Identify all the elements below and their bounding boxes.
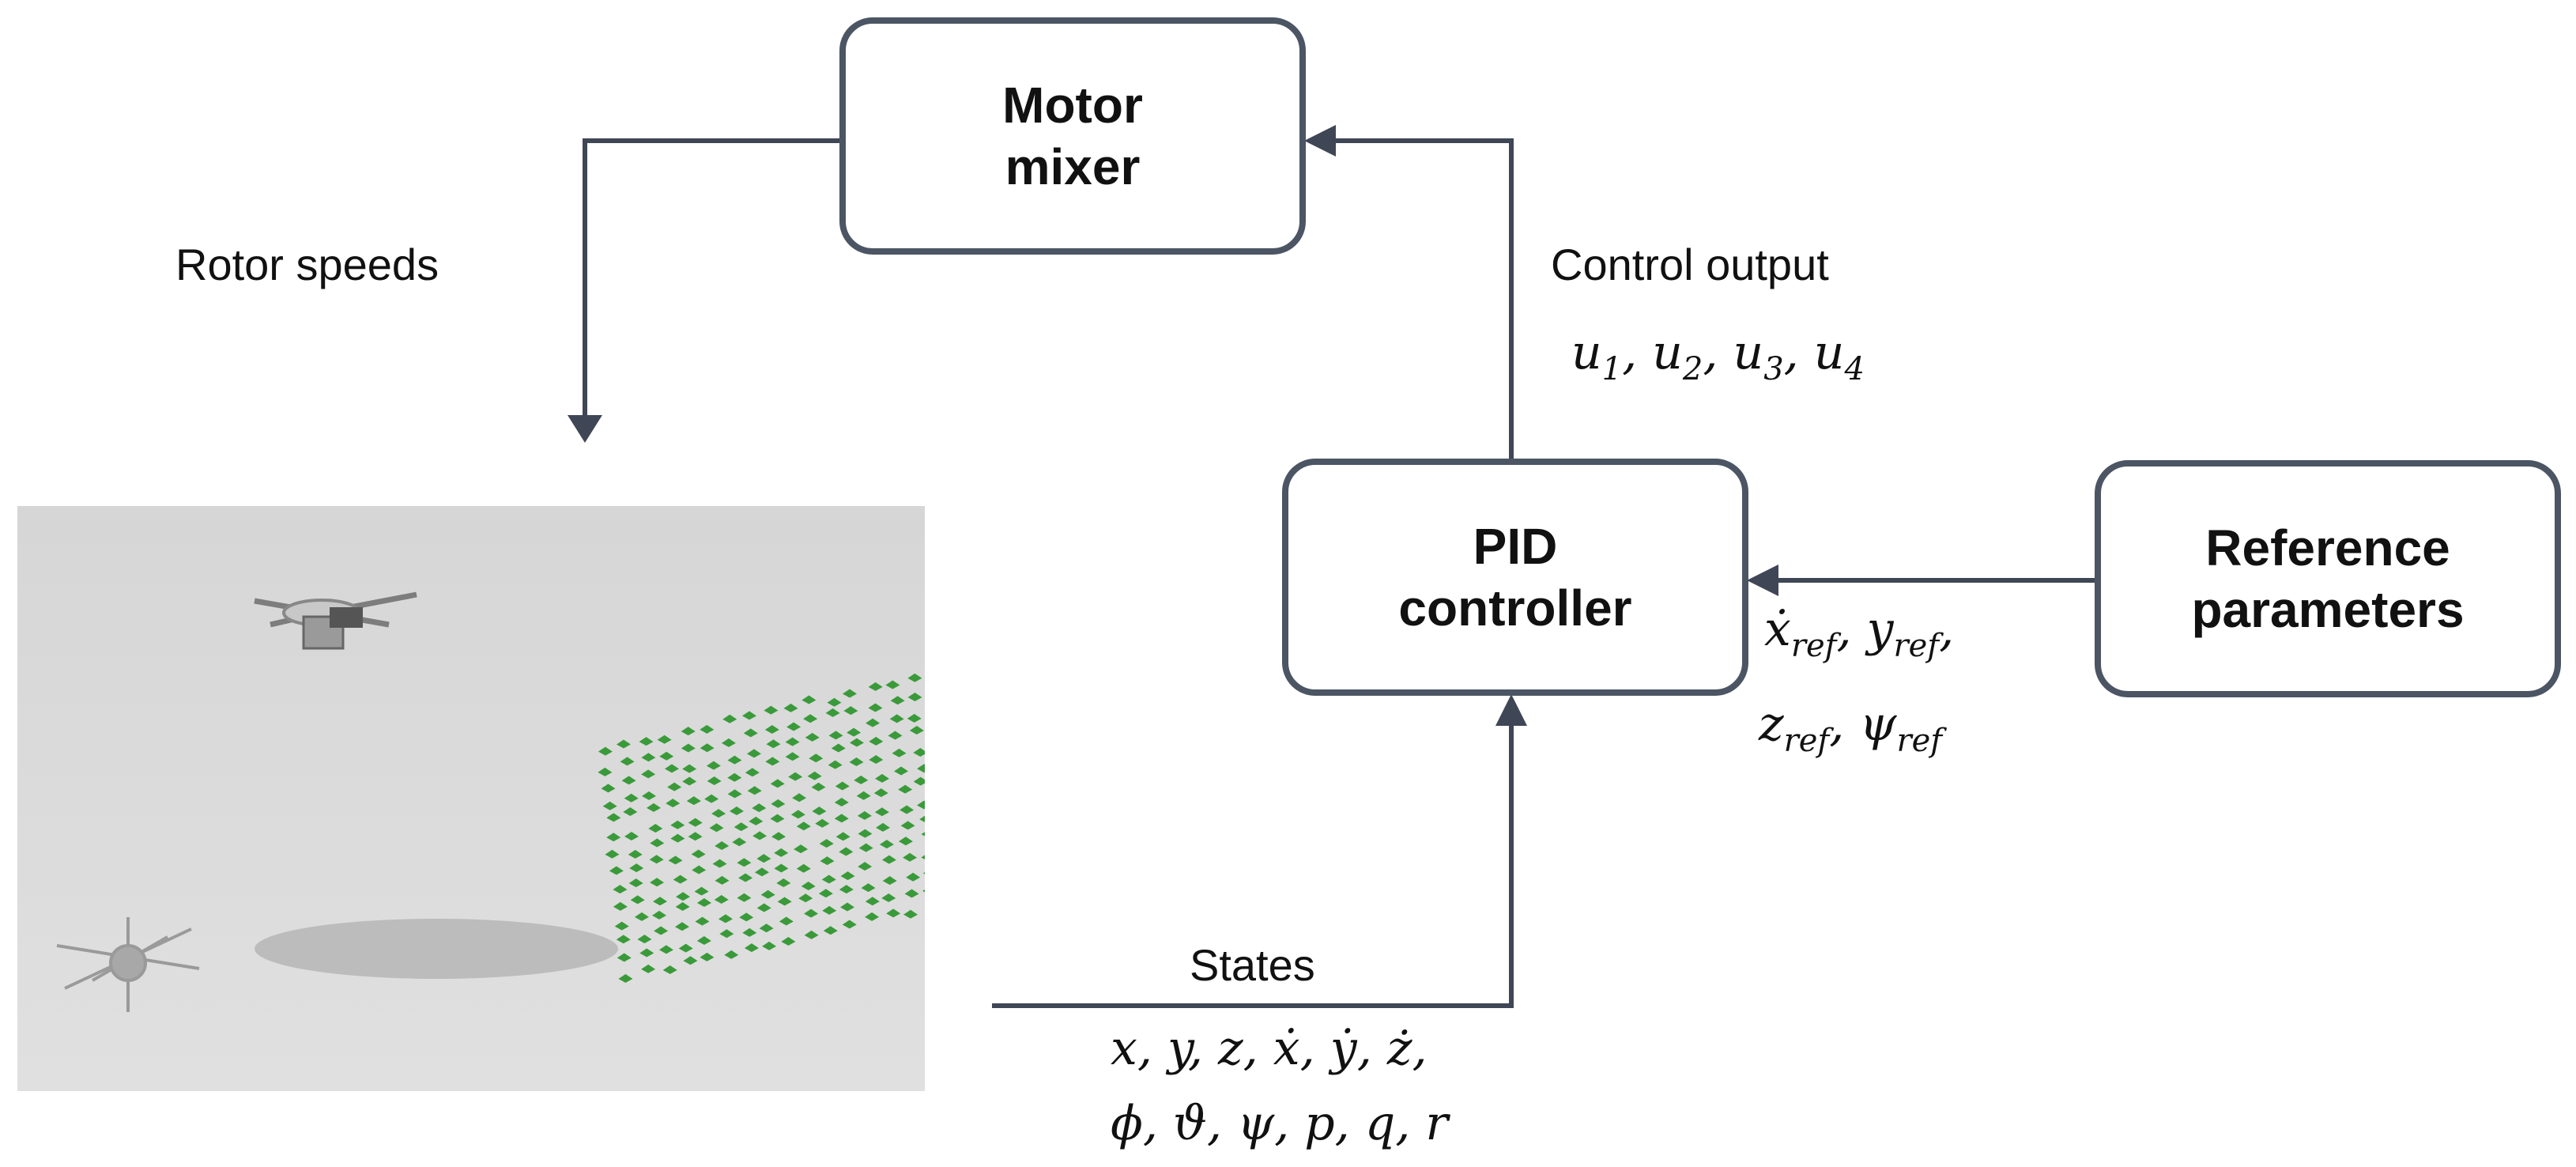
reference-signals-line1: ẋref, yref, — [1764, 602, 1955, 664]
reference-signals-line2: zref, ψref — [1759, 697, 1943, 759]
states-arrow — [992, 712, 1514, 1008]
pid-controller-label-line2: controller — [1398, 580, 1632, 636]
swarm-shadow-icon — [255, 919, 618, 979]
states-label: States — [1190, 940, 1315, 990]
control-output-label: Control output — [1551, 240, 1829, 289]
rotor-speeds-arrow — [583, 138, 839, 431]
reference-parameters-label-line2: parameters — [2191, 581, 2465, 638]
pid-controller-label-line1: PID — [1473, 517, 1558, 575]
reference-parameters-label-line1: Reference — [2205, 519, 2450, 576]
rotor-speeds-label: Rotor speeds — [175, 240, 439, 289]
pid-controller-block: PID controller — [1282, 459, 1748, 696]
drone-icon — [254, 591, 417, 650]
simulation-scene — [56, 591, 942, 1012]
motor-mixer-label-line1: Motor — [1002, 76, 1143, 134]
motor-mixer-block: Motor mixer — [839, 17, 1306, 255]
drone-shadow-icon — [56, 917, 200, 1012]
states-line1: x, y, z, ẋ, ẏ, ż, — [1111, 1021, 1428, 1076]
states-line2: ϕ, ϑ, ψ, p, q, r — [1111, 1096, 1449, 1151]
control-signals: u1, u2, u3, u4 — [1571, 325, 1865, 387]
simulation-view — [17, 506, 942, 1091]
reference-parameters-block: Reference parameters — [2095, 460, 2561, 697]
control-output-arrow — [1328, 138, 1514, 459]
motor-mixer-label-line2: mixer — [1005, 138, 1141, 195]
